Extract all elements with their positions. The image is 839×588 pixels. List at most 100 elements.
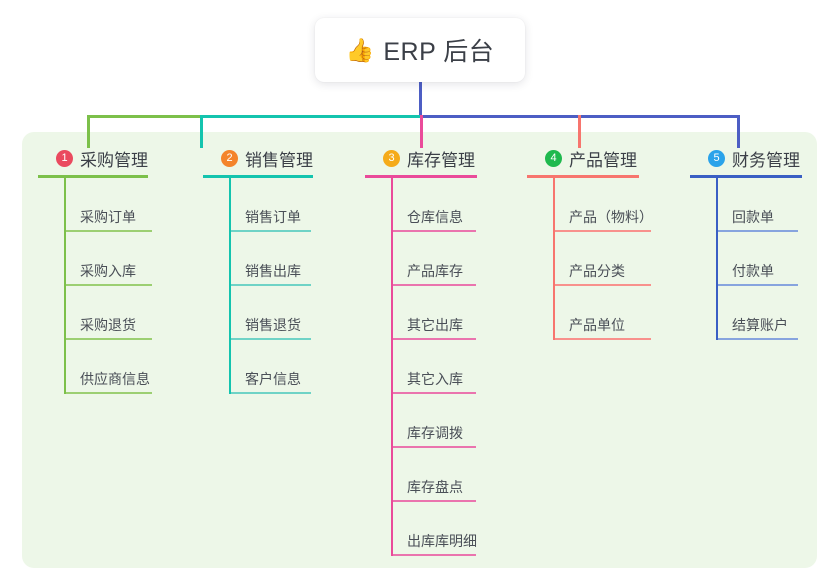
list-item[interactable]: 销售订单 — [231, 178, 313, 232]
column-underline-inventory — [365, 175, 477, 178]
column-purchase: 1 采购管理采购订单采购入库采购退货供应商信息 — [38, 146, 152, 394]
list-item[interactable]: 供应商信息 — [66, 340, 152, 394]
item-label: 其它出库 — [407, 316, 463, 333]
list-item[interactable]: 产品单位 — [555, 286, 653, 340]
item-rule — [393, 338, 476, 340]
item-label: 销售退货 — [245, 316, 301, 333]
item-rule — [393, 392, 476, 394]
drop-finance — [737, 115, 740, 148]
thumbs-up-icon: 👍 — [345, 36, 375, 63]
root-node-content: 👍 ERP 后台 — [346, 32, 495, 68]
item-rule — [393, 284, 476, 286]
item-rule — [231, 230, 311, 232]
item-rule — [231, 338, 311, 340]
list-item[interactable]: 其它出库 — [393, 286, 477, 340]
item-label: 产品单位 — [569, 316, 625, 333]
list-item[interactable]: 销售退货 — [231, 286, 313, 340]
list-item[interactable]: 销售出库 — [231, 232, 313, 286]
item-rule — [231, 284, 311, 286]
item-label: 结算账户 — [732, 316, 788, 333]
drop-purchase — [87, 115, 90, 148]
column-header-purchase[interactable]: 1 采购管理 — [38, 146, 150, 170]
column-underline-purchase — [38, 175, 148, 178]
item-rule — [718, 284, 798, 286]
column-finance: 5 财务管理回款单付款单结算账户 — [690, 146, 802, 340]
list-item[interactable]: 付款单 — [718, 232, 802, 286]
item-rule — [66, 392, 152, 394]
item-rule — [66, 338, 152, 340]
column-title-product: 产品管理 — [569, 150, 637, 170]
item-rule — [393, 500, 476, 502]
number-badge-inventory: 3 — [383, 149, 400, 167]
item-label: 采购入库 — [80, 262, 136, 279]
column-inventory: 3 库存管理仓库信息产品库存其它出库其它入库库存调拨库存盘点出库库明细 — [365, 146, 477, 556]
item-rule — [393, 446, 476, 448]
column-header-product[interactable]: 4 产品管理 — [527, 146, 653, 170]
column-title-inventory: 库存管理 — [407, 150, 475, 170]
item-rule — [231, 392, 311, 394]
item-rule — [555, 284, 651, 286]
item-label: 出库库明细 — [407, 532, 477, 549]
list-item[interactable]: 客户信息 — [231, 340, 313, 394]
list-item[interactable]: 采购订单 — [66, 178, 152, 232]
column-underline-product — [527, 175, 639, 178]
column-header-inventory[interactable]: 3 库存管理 — [365, 146, 477, 170]
list-item[interactable]: 回款单 — [718, 178, 802, 232]
list-item[interactable]: 出库库明细 — [393, 502, 477, 556]
column-title-sales: 销售管理 — [245, 150, 313, 170]
item-label: 供应商信息 — [80, 370, 150, 387]
item-rule — [555, 338, 651, 340]
item-label: 库存调拨 — [407, 424, 463, 441]
number-badge-product: 4 — [545, 149, 562, 167]
item-rule — [718, 338, 798, 340]
segment-green — [87, 115, 200, 118]
column-underline-sales — [203, 175, 313, 178]
item-label: 回款单 — [732, 208, 774, 225]
item-list-finance: 回款单付款单结算账户 — [716, 178, 802, 340]
item-label: 客户信息 — [245, 370, 301, 387]
number-badge-sales: 2 — [221, 149, 238, 167]
item-rule — [718, 230, 798, 232]
item-label: 其它入库 — [407, 370, 463, 387]
root-node-card[interactable]: 👍 ERP 后台 — [315, 18, 525, 82]
column-header-sales[interactable]: 2 销售管理 — [203, 146, 313, 170]
segment-teal — [200, 115, 420, 118]
drop-sales — [200, 115, 203, 148]
list-item[interactable]: 产品库存 — [393, 232, 477, 286]
item-rule — [66, 230, 152, 232]
column-title-finance: 财务管理 — [732, 150, 800, 170]
list-item[interactable]: 产品分类 — [555, 232, 653, 286]
item-label: 库存盘点 — [407, 478, 463, 495]
column-title-purchase: 采购管理 — [80, 150, 148, 170]
list-item[interactable]: 库存盘点 — [393, 448, 477, 502]
item-label: 销售订单 — [245, 208, 301, 225]
item-label: 采购退货 — [80, 316, 136, 333]
list-item[interactable]: 采购退货 — [66, 286, 152, 340]
root-node-title: ERP 后台 — [383, 38, 495, 66]
item-label: 产品库存 — [407, 262, 463, 279]
list-item[interactable]: 库存调拨 — [393, 394, 477, 448]
list-item[interactable]: 仓库信息 — [393, 178, 477, 232]
drop-product — [578, 115, 581, 148]
item-label: 产品分类 — [569, 262, 625, 279]
column-product: 4 产品管理产品（物料） 产品分类产品单位 — [527, 146, 653, 340]
item-rule — [393, 554, 476, 556]
list-item[interactable]: 产品（物料） — [555, 178, 653, 232]
number-badge-finance: 5 — [708, 149, 725, 167]
item-list-purchase: 采购订单采购入库采购退货供应商信息 — [64, 178, 152, 394]
item-rule — [66, 284, 152, 286]
drop-inventory — [420, 115, 423, 148]
list-item[interactable]: 结算账户 — [718, 286, 802, 340]
item-rule — [555, 230, 651, 232]
item-label: 仓库信息 — [407, 208, 463, 225]
list-item[interactable]: 采购入库 — [66, 232, 152, 286]
diagram-background-panel — [22, 132, 817, 568]
number-badge-purchase: 1 — [56, 149, 73, 167]
item-list-sales: 销售订单销售出库销售退货客户信息 — [229, 178, 313, 394]
item-list-inventory: 仓库信息产品库存其它出库其它入库库存调拨库存盘点出库库明细 — [391, 178, 477, 556]
item-label: 销售出库 — [245, 262, 301, 279]
column-header-finance[interactable]: 5 财务管理 — [690, 146, 802, 170]
list-item[interactable]: 其它入库 — [393, 340, 477, 394]
root-stem-line — [419, 82, 422, 116]
